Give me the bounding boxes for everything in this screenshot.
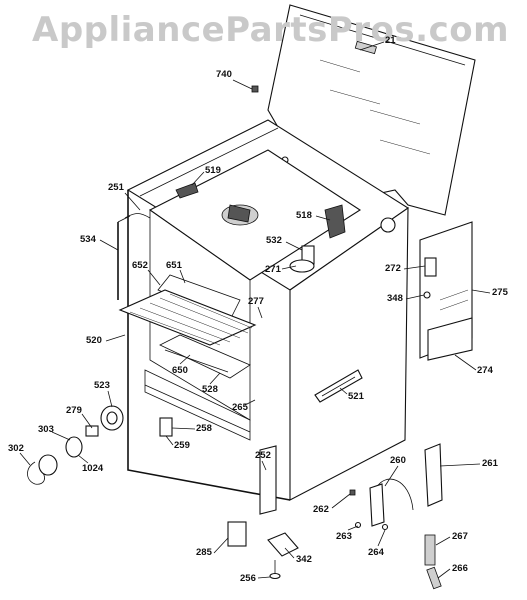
small-parts-bottom xyxy=(159,417,443,590)
callout-275: 275 xyxy=(492,287,508,298)
callout-523: 523 xyxy=(94,380,110,391)
callout-342: 342 xyxy=(296,554,312,565)
callout-303: 303 xyxy=(38,424,54,435)
callout-259: 259 xyxy=(174,440,190,451)
watermark-text: AppliancePartsPros.com xyxy=(32,10,510,50)
callout-650: 650 xyxy=(172,365,188,376)
callout-264: 264 xyxy=(368,547,384,558)
callout-519: 519 xyxy=(205,165,221,176)
right-side-parts xyxy=(419,221,473,361)
callout-348: 348 xyxy=(387,293,403,304)
callout-652: 652 xyxy=(132,260,148,271)
callout-521: 521 xyxy=(348,391,364,402)
front-frame xyxy=(117,213,151,300)
callout-266: 266 xyxy=(452,563,468,574)
callout-1024: 1024 xyxy=(82,463,104,474)
callout-271: 271 xyxy=(265,264,281,275)
callout-260: 260 xyxy=(390,455,406,466)
callout-21: 21 xyxy=(385,35,396,46)
callout-263: 263 xyxy=(336,531,352,542)
callout-532: 532 xyxy=(266,235,282,246)
callout-277: 277 xyxy=(248,296,264,307)
callout-261: 261 xyxy=(482,458,498,469)
callout-265: 265 xyxy=(232,402,248,413)
callout-740: 740 xyxy=(216,69,232,80)
lamp-assembly xyxy=(27,405,124,485)
callout-302: 302 xyxy=(8,443,24,454)
small-parts-top xyxy=(175,85,346,273)
oven-cavity xyxy=(118,149,362,441)
callout-251: 251 xyxy=(108,182,124,193)
callout-651: 651 xyxy=(166,260,182,271)
callout-274: 274 xyxy=(477,365,493,376)
callout-267: 267 xyxy=(452,531,468,542)
callout-518: 518 xyxy=(296,210,312,221)
callout-520: 520 xyxy=(86,335,102,346)
callout-258: 258 xyxy=(196,423,212,434)
callout-262: 262 xyxy=(313,504,329,515)
callout-534: 534 xyxy=(80,234,96,245)
callout-252: 252 xyxy=(255,450,271,461)
callout-272: 272 xyxy=(385,263,401,274)
callout-285: 285 xyxy=(196,547,212,558)
callout-279: 279 xyxy=(66,405,82,416)
callout-256: 256 xyxy=(240,573,256,584)
callout-528: 528 xyxy=(202,384,218,395)
